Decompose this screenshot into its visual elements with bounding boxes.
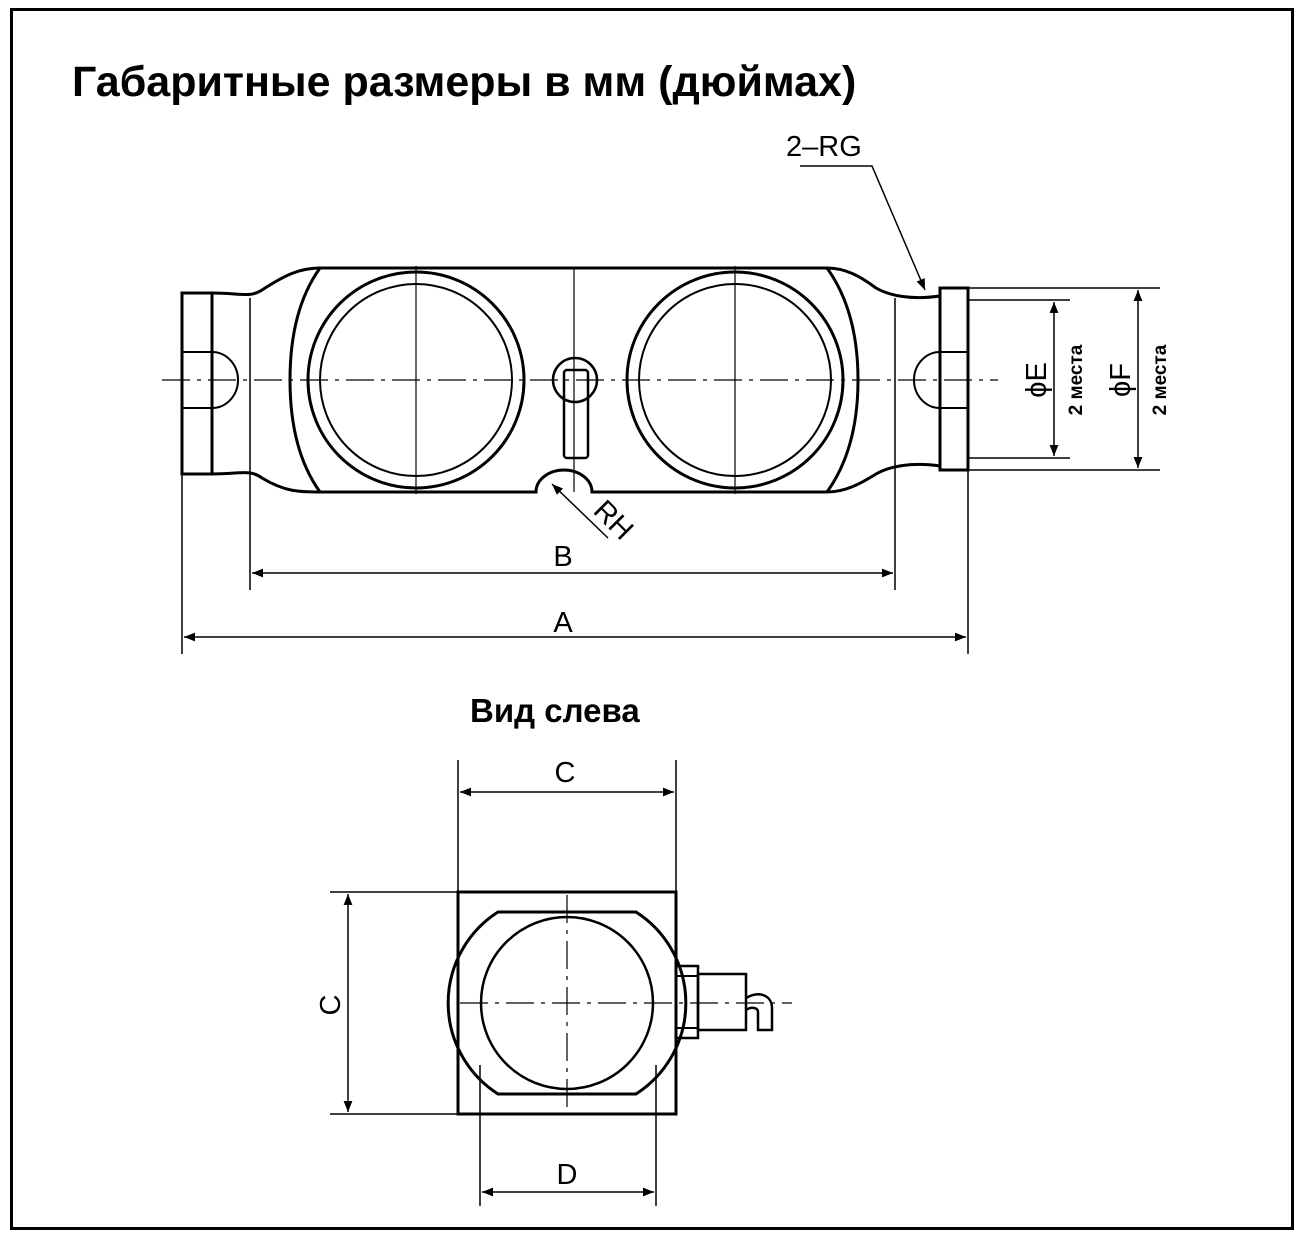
side-bore-outer xyxy=(446,910,688,1096)
side-cable xyxy=(745,993,774,1032)
label-b: B xyxy=(553,541,572,573)
label-a: A xyxy=(553,607,573,639)
label-places-e: 2 места xyxy=(1066,344,1087,415)
body-outline xyxy=(288,266,860,494)
left-neck xyxy=(211,266,321,494)
right-neck xyxy=(826,266,941,494)
cable-stub xyxy=(562,368,590,460)
label-c-top: C xyxy=(555,757,576,789)
page-title: Габаритные размеры в мм (дюймах) xyxy=(72,58,857,106)
rg-leader xyxy=(800,165,926,291)
front-view xyxy=(162,165,1160,654)
label-phi-e: ϕE xyxy=(1021,362,1053,398)
right-pin-notch xyxy=(913,351,941,409)
right-end-block xyxy=(938,286,970,472)
cable-gland xyxy=(551,356,599,404)
left-end-block xyxy=(180,291,214,476)
label-c-side: C xyxy=(315,995,347,1016)
label-rg: 2–RG xyxy=(786,131,862,163)
side-view xyxy=(330,760,792,1206)
left-pin-notch xyxy=(211,351,239,409)
label-d: D xyxy=(557,1159,578,1191)
drawing-frame xyxy=(10,8,1294,1230)
label-rh: RH xyxy=(587,494,639,546)
rh-leader xyxy=(551,483,609,539)
side-view-title: Вид слева xyxy=(470,692,640,729)
label-phi-f: ϕF xyxy=(1105,363,1137,397)
label-places-f: 2 места xyxy=(1150,344,1171,415)
side-connector-body xyxy=(696,972,748,1032)
